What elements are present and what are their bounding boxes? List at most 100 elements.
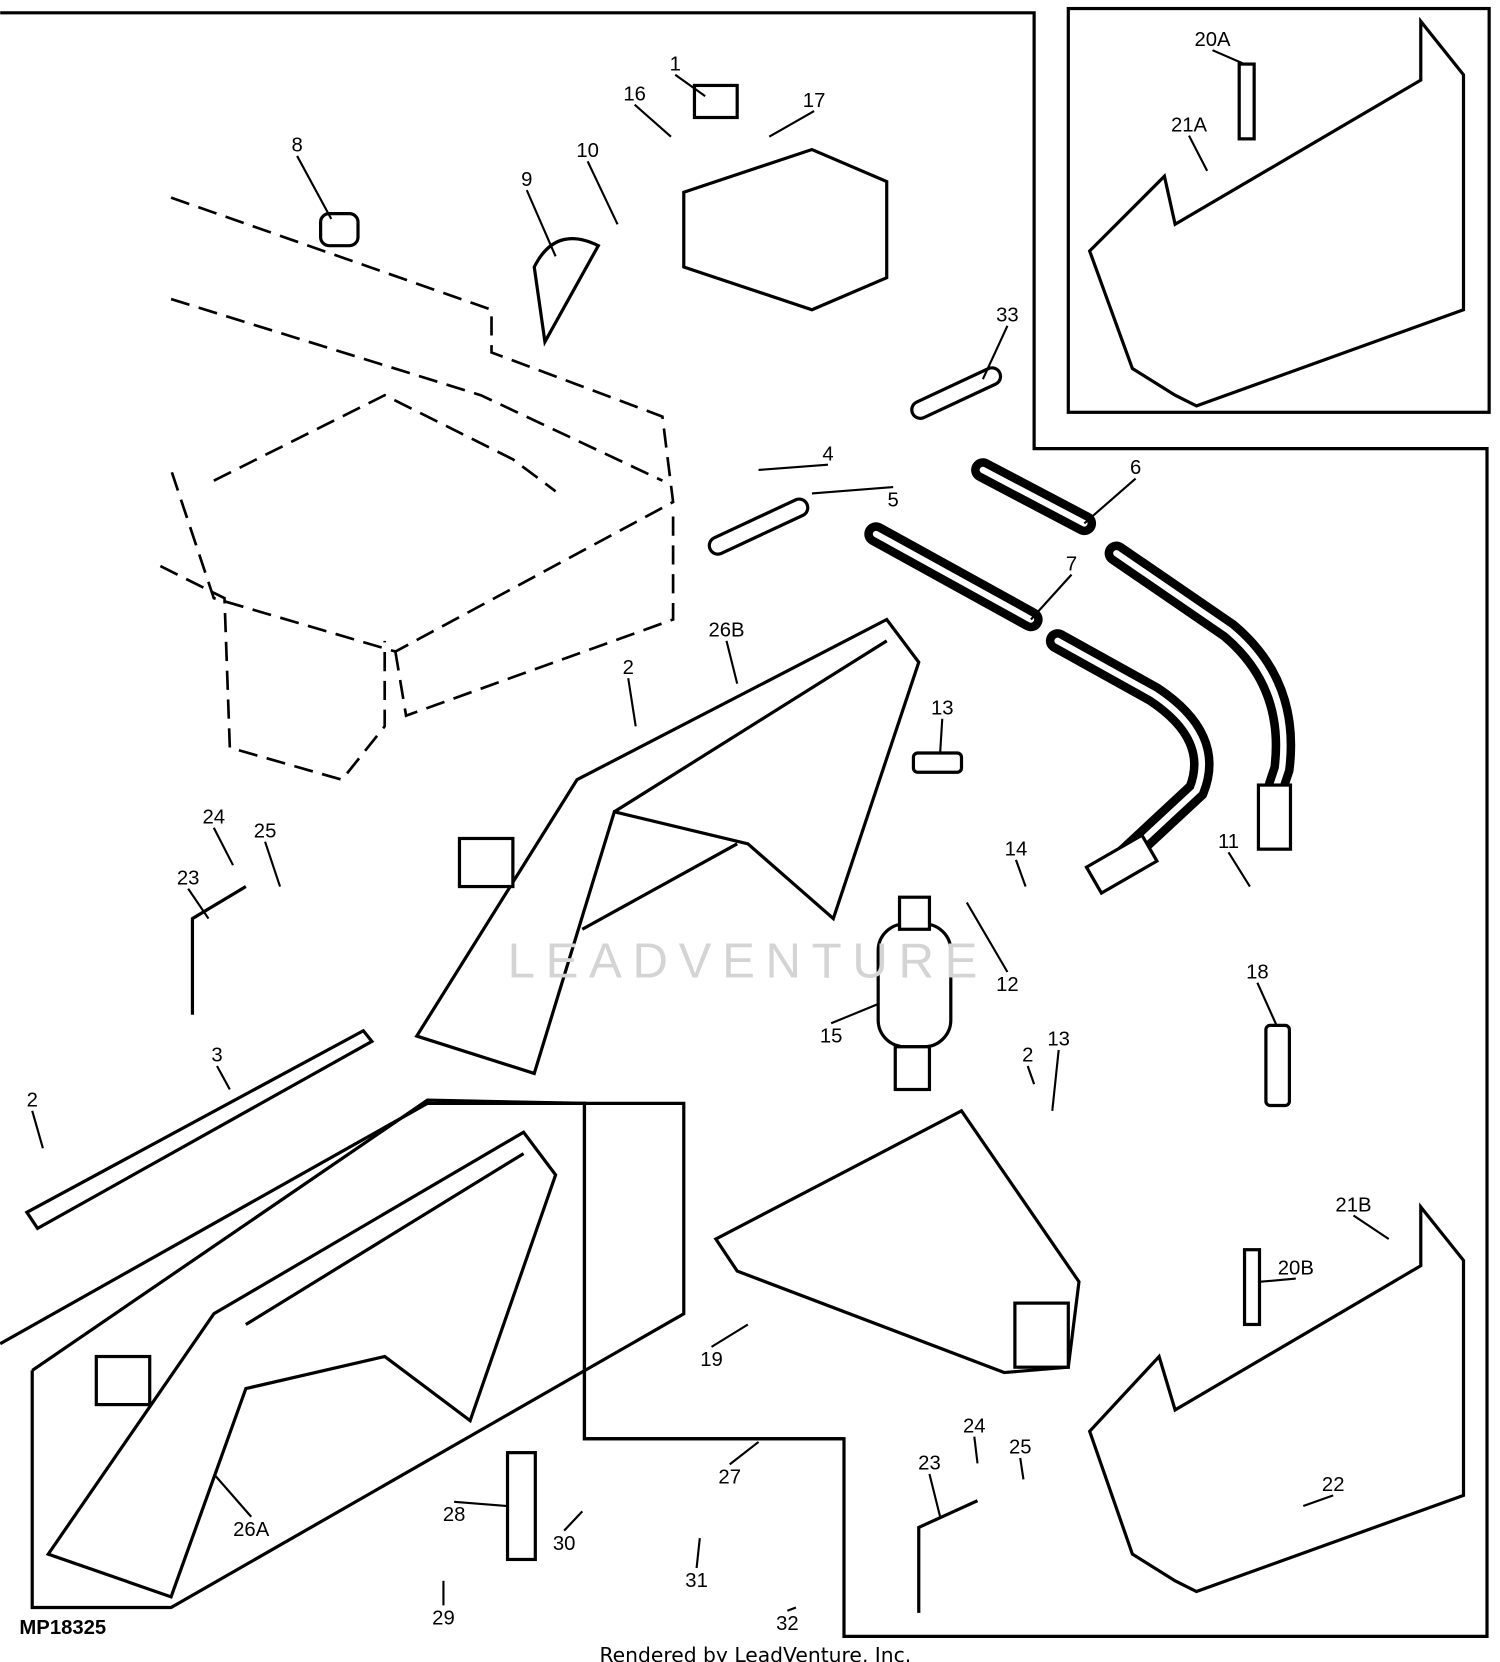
callout-11: 11 bbox=[1218, 831, 1239, 853]
leader-line bbox=[939, 718, 944, 754]
leader-line bbox=[1352, 1214, 1390, 1240]
leader-line bbox=[1256, 982, 1278, 1026]
callout-2: 2 bbox=[1022, 1045, 1033, 1067]
render-credit: Rendered by LeadVenture, Inc. bbox=[599, 1643, 911, 1662]
leader-line bbox=[725, 640, 739, 684]
leader-line bbox=[1260, 1277, 1296, 1283]
leader-lines bbox=[31, 49, 1390, 1612]
callout-16: 16 bbox=[623, 83, 646, 105]
leader-line bbox=[1051, 1049, 1060, 1111]
leader-line bbox=[1026, 1065, 1036, 1085]
leader-line bbox=[830, 1003, 879, 1025]
pin-3 bbox=[24, 1028, 375, 1231]
callout-10: 10 bbox=[576, 140, 599, 162]
callout-25: 25 bbox=[1009, 1437, 1032, 1459]
callout-3: 3 bbox=[211, 1045, 222, 1067]
callout-2: 2 bbox=[623, 657, 634, 679]
callout-7: 7 bbox=[1066, 553, 1077, 575]
leader-line bbox=[1302, 1494, 1334, 1508]
leader-line bbox=[212, 1473, 252, 1518]
leader-line bbox=[695, 1537, 701, 1569]
cylinder-15 bbox=[876, 895, 953, 1092]
bracket-21b bbox=[1087, 1202, 1466, 1594]
callout-15: 15 bbox=[820, 1025, 843, 1047]
callout-28: 28 bbox=[443, 1504, 466, 1526]
callout-4: 4 bbox=[822, 443, 833, 465]
callout-33: 33 bbox=[996, 305, 1019, 327]
callout-27: 27 bbox=[718, 1467, 741, 1489]
leader-line bbox=[633, 103, 672, 138]
inset-box bbox=[1066, 6, 1491, 414]
leader-line bbox=[758, 463, 829, 472]
drawing-code: MP18325 bbox=[19, 1617, 106, 1639]
frame-lines bbox=[0, 6, 1491, 1638]
callout-17: 17 bbox=[803, 90, 826, 112]
hose-fitting bbox=[1256, 783, 1293, 851]
drawbar-19 bbox=[713, 1108, 1081, 1375]
leader-line bbox=[563, 1510, 584, 1532]
leader-line bbox=[928, 1473, 942, 1517]
callout-19: 19 bbox=[700, 1349, 723, 1371]
leader-line bbox=[586, 160, 619, 225]
leader-line bbox=[1188, 135, 1209, 172]
callout-9: 9 bbox=[521, 169, 532, 191]
leader-line bbox=[212, 827, 234, 866]
callout-24: 24 bbox=[963, 1415, 986, 1437]
leader-line bbox=[454, 1500, 508, 1508]
callout-20a: 20A bbox=[1194, 29, 1231, 51]
leader-line bbox=[525, 189, 557, 257]
leader-line bbox=[965, 902, 1009, 973]
leader-line bbox=[264, 841, 282, 887]
callout-22: 22 bbox=[1322, 1474, 1345, 1496]
callout-23: 23 bbox=[918, 1453, 941, 1475]
leader-line bbox=[811, 485, 894, 495]
callout-26b: 26B bbox=[708, 620, 744, 642]
callout-29: 29 bbox=[432, 1608, 455, 1630]
callout-23: 23 bbox=[177, 867, 200, 889]
leader-line bbox=[216, 1065, 231, 1090]
hydraulic-hoses bbox=[864, 458, 1296, 896]
callout-5: 5 bbox=[887, 489, 898, 511]
callout-30: 30 bbox=[553, 1533, 576, 1555]
hitch-frame-26b bbox=[414, 617, 921, 1076]
leader-line bbox=[1212, 49, 1245, 66]
callout-32: 32 bbox=[776, 1613, 799, 1635]
callout-13: 13 bbox=[931, 698, 954, 720]
leader-line bbox=[674, 73, 706, 98]
watermark: LEADVENTURE bbox=[508, 934, 989, 988]
leader-line bbox=[973, 1436, 979, 1464]
bracket-21a bbox=[1087, 16, 1466, 408]
callout-6: 6 bbox=[1130, 457, 1141, 479]
leader-line bbox=[296, 155, 333, 220]
leader-line bbox=[787, 1606, 797, 1612]
callout-8: 8 bbox=[291, 135, 302, 157]
callout-25: 25 bbox=[254, 820, 277, 842]
callout-21a: 21A bbox=[1171, 114, 1208, 136]
leader-line bbox=[1014, 859, 1027, 887]
valve-part-1 bbox=[692, 83, 739, 120]
leader-line bbox=[1083, 477, 1137, 525]
leader-line bbox=[1019, 1457, 1025, 1480]
callout-18: 18 bbox=[1246, 961, 1269, 983]
small-parts bbox=[190, 212, 1292, 1613]
callout-31: 31 bbox=[685, 1570, 708, 1592]
callout-21b: 21B bbox=[1335, 1194, 1371, 1216]
leader-line bbox=[981, 325, 1009, 380]
callout-12: 12 bbox=[996, 974, 1019, 996]
leader-line bbox=[187, 888, 210, 920]
leader-line bbox=[768, 110, 815, 138]
control-valve bbox=[682, 83, 889, 312]
callout-24: 24 bbox=[203, 807, 226, 829]
hitch-frame-26a bbox=[45, 1130, 558, 1599]
callout-1: 1 bbox=[670, 53, 681, 75]
hose-fitting bbox=[1084, 832, 1160, 896]
callout-20b: 20B bbox=[1278, 1257, 1314, 1279]
tractor-frame-outline bbox=[159, 196, 675, 782]
callout-14: 14 bbox=[1005, 839, 1028, 861]
callout-26a: 26A bbox=[233, 1519, 270, 1541]
leader-line bbox=[1227, 851, 1251, 888]
leader-line bbox=[1030, 573, 1073, 621]
leader-line bbox=[710, 1323, 749, 1348]
